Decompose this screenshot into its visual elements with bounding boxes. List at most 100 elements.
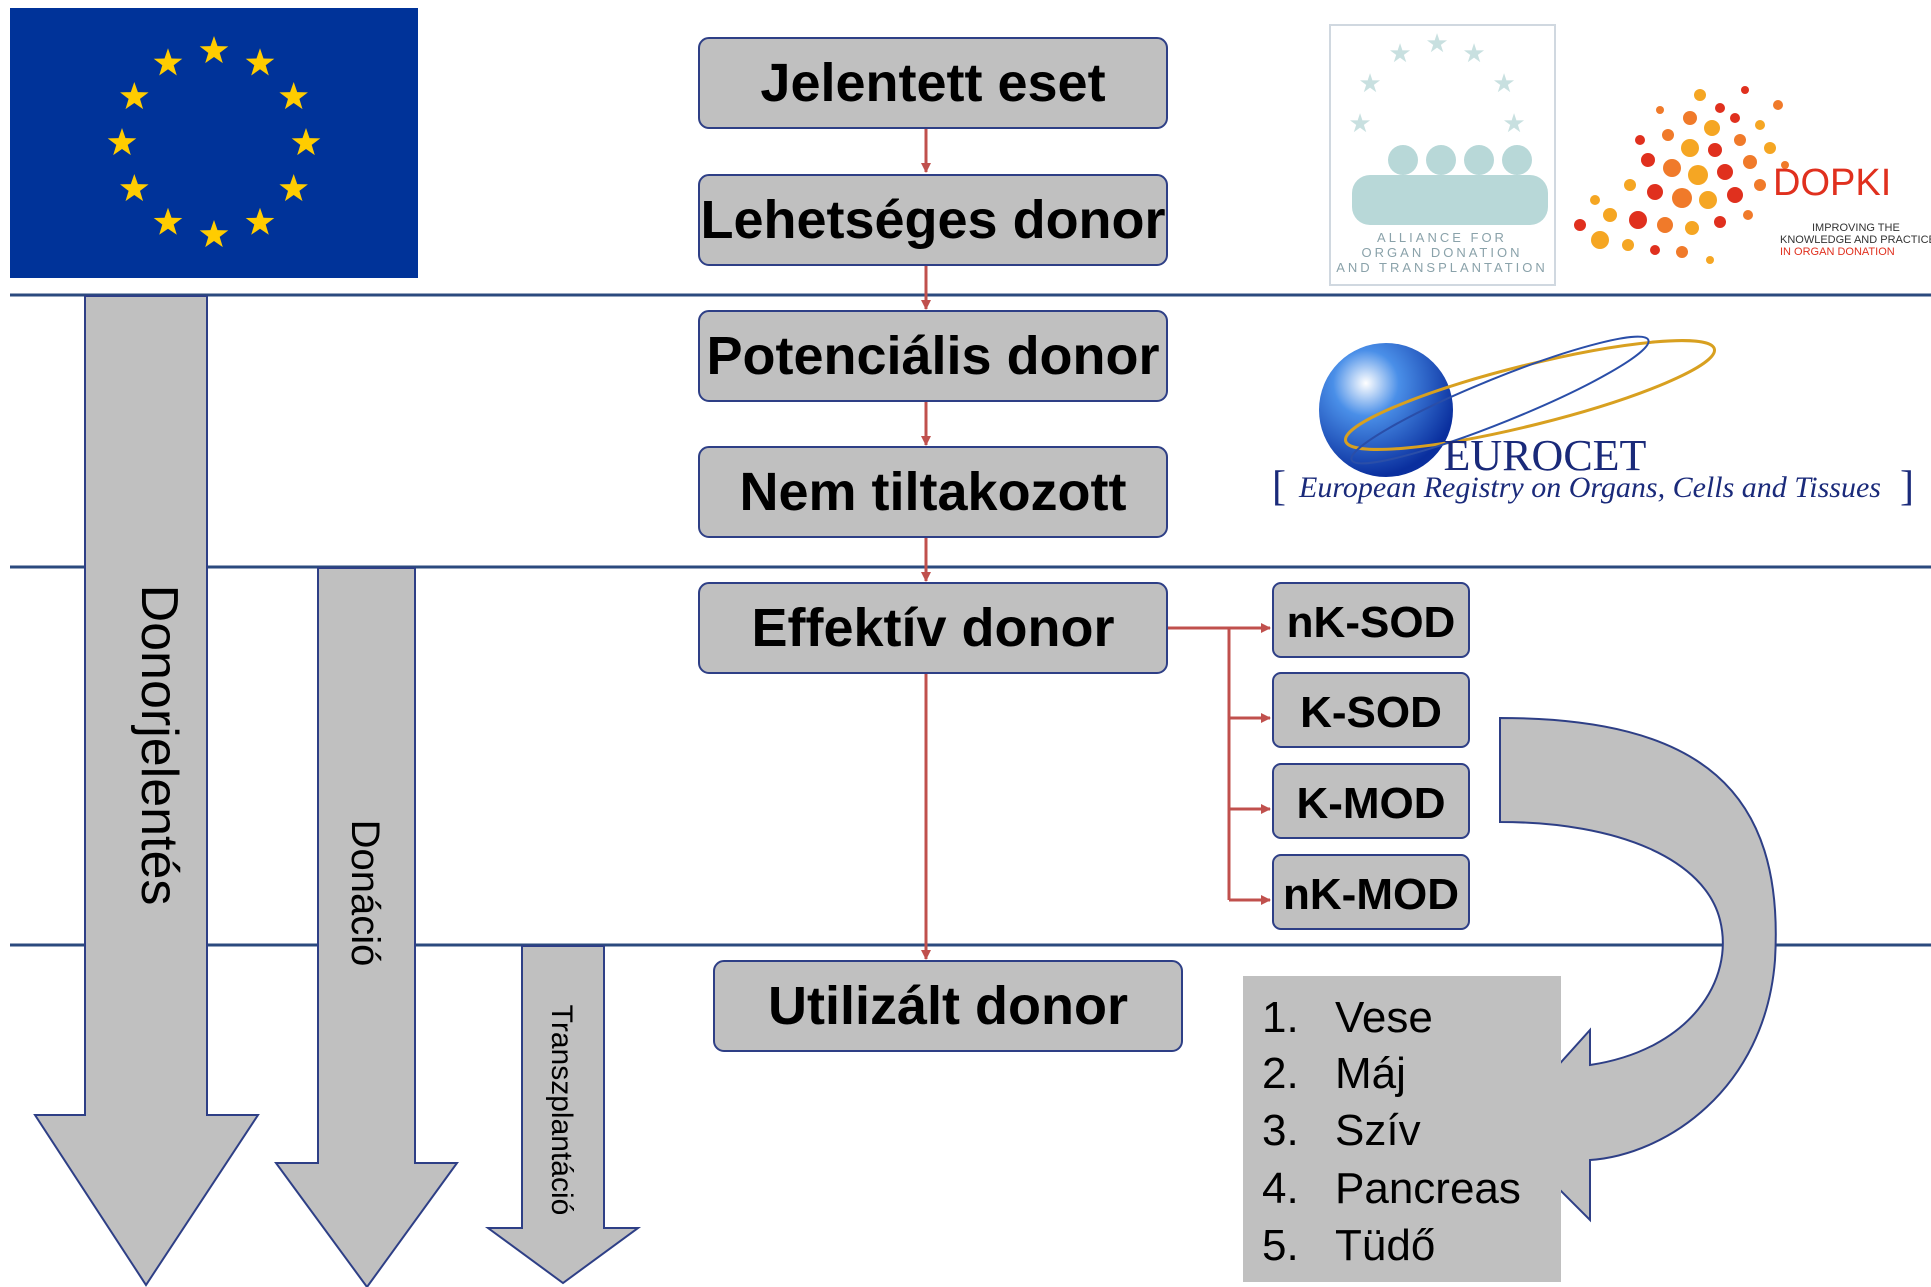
alliance-line-1: ALLIANCE FOR <box>1377 230 1507 245</box>
stage-label: Potenciális donor <box>706 326 1159 386</box>
dopki-logo: DOPKI IMPROVING THE KNOWLEDGE AND PRACTI… <box>1574 86 1931 264</box>
dopki-dot <box>1708 143 1722 157</box>
stage-potencialis-donor: Potenciális donor <box>698 310 1168 402</box>
dopki-dot-map <box>1574 86 1789 264</box>
transplantation-label: Transzplantáció <box>545 1005 578 1216</box>
dopki-dot <box>1622 239 1634 251</box>
dopki-dot <box>1624 179 1636 191</box>
donor-type-label: nK-SOD <box>1287 598 1456 647</box>
organ-item-maj: 2. Máj <box>1262 1049 1406 1098</box>
dopki-dot <box>1781 161 1789 169</box>
organ-name: Szív <box>1335 1106 1421 1155</box>
dopki-dot <box>1694 89 1706 101</box>
dopki-dot <box>1764 142 1776 154</box>
dopki-dot <box>1603 208 1617 222</box>
donor-type-label: K-SOD <box>1300 688 1442 737</box>
organ-number: 5. <box>1262 1221 1299 1270</box>
eu-star-icon <box>107 128 137 156</box>
dopki-dot <box>1663 159 1681 177</box>
dopki-dot <box>1685 221 1699 235</box>
eu-star-icon <box>120 174 149 202</box>
dopki-dot <box>1635 135 1645 145</box>
stage-connectors <box>921 128 1271 960</box>
donor-type-label: K-MOD <box>1296 779 1445 828</box>
dopki-dot <box>1641 153 1655 167</box>
donor-type-nk-mod: nK-MOD <box>1272 854 1470 930</box>
stage-utilizalt-donor: Utilizált donor <box>713 960 1183 1052</box>
organ-number: 4. <box>1262 1164 1299 1213</box>
dopki-dot <box>1755 120 1765 130</box>
transplantation-arrow: Transzplantáció <box>484 945 642 1285</box>
svg-text:★: ★ <box>1388 38 1411 68</box>
organ-item-sziv: 3. Szív <box>1262 1106 1421 1155</box>
eu-flag-logo <box>10 8 418 278</box>
eu-star-icon <box>245 48 275 76</box>
dopki-dot <box>1743 210 1753 220</box>
organ-number: 1. <box>1262 993 1299 1042</box>
eu-star-icon <box>291 128 321 156</box>
svg-text:★: ★ <box>1492 68 1515 98</box>
stage-label: Utilizált donor <box>768 976 1128 1036</box>
dopki-dot <box>1683 111 1697 125</box>
stage-label: Lehetséges donor <box>700 190 1165 250</box>
eu-star-icon <box>199 36 229 64</box>
alliance-line-2: ORGAN DONATION <box>1362 245 1523 260</box>
dopki-dot <box>1706 256 1714 264</box>
dopki-title: DOPKI <box>1773 162 1891 204</box>
dopki-dot <box>1730 113 1740 123</box>
eurocet-subtitle: European Registry on Organs, Cells and T… <box>1298 471 1881 504</box>
eu-star-ring <box>107 36 321 248</box>
donation-arrow: Donáció <box>274 567 459 1287</box>
svg-text:★: ★ <box>1358 68 1381 98</box>
curved-organ-arrow <box>1498 716 1777 1223</box>
dopki-dot <box>1741 86 1749 94</box>
dopki-dot <box>1650 245 1660 255</box>
donor-type-k-sod: K-SOD <box>1272 672 1470 748</box>
svg-text:★: ★ <box>1502 108 1525 138</box>
donor-reporting-label: Donorjelentés <box>130 585 188 906</box>
eurocet-title: EUROCET <box>1444 431 1647 480</box>
dopki-dot <box>1591 231 1609 249</box>
dopki-dot <box>1704 120 1720 136</box>
dopki-tagline-1: IMPROVING THE <box>1812 222 1900 234</box>
organ-name: Tüdő <box>1335 1221 1435 1270</box>
stage-label: Jelentett eset <box>760 53 1105 113</box>
dopki-dot <box>1688 165 1708 185</box>
dopki-dot <box>1662 129 1674 141</box>
dopki-dot <box>1715 103 1725 113</box>
donor-type-label: nK-MOD <box>1283 870 1459 919</box>
dopki-dot <box>1727 187 1743 203</box>
eu-star-icon <box>279 82 308 110</box>
donor-reporting-arrow: Donorjelentés <box>33 295 260 1287</box>
organ-name: Pancreas <box>1335 1164 1521 1213</box>
stage-effektiv-donor: Effektív donor <box>698 582 1168 674</box>
dopki-dot <box>1743 155 1757 169</box>
dopki-tagline-3: IN ORGAN DONATION <box>1780 246 1895 258</box>
dopki-dot <box>1647 184 1663 200</box>
eu-star-icon <box>199 220 229 248</box>
dopki-dot <box>1714 216 1726 228</box>
stage-jelentett-eset: Jelentett eset <box>698 37 1168 129</box>
dopki-dot <box>1656 106 1664 114</box>
dopki-dot <box>1717 164 1733 180</box>
stage-label: Effektív donor <box>751 598 1114 658</box>
svg-text:★: ★ <box>1425 28 1448 58</box>
dopki-tagline-2: KNOWLEDGE AND PRACTICES <box>1780 234 1931 246</box>
svg-text:★: ★ <box>1348 108 1371 138</box>
alliance-line-3: AND TRANSPLANTATION <box>1336 260 1548 275</box>
organ-number: 3. <box>1262 1106 1299 1155</box>
dopki-dot <box>1734 134 1746 146</box>
eu-star-icon <box>153 48 183 76</box>
dopki-dot <box>1574 219 1586 231</box>
dopki-dot <box>1672 188 1692 208</box>
organ-item-pancreas: 4. Pancreas <box>1262 1164 1521 1213</box>
stage-nem-tiltakozott: Nem tiltakozott <box>698 446 1168 538</box>
donor-type-k-mod: K-MOD <box>1272 763 1470 839</box>
donation-label: Donáció <box>343 820 387 967</box>
dopki-dot <box>1754 179 1766 191</box>
dopki-dot <box>1773 100 1783 110</box>
dopki-dot <box>1699 191 1717 209</box>
eu-star-icon <box>245 207 275 235</box>
dopki-dot <box>1676 246 1688 258</box>
